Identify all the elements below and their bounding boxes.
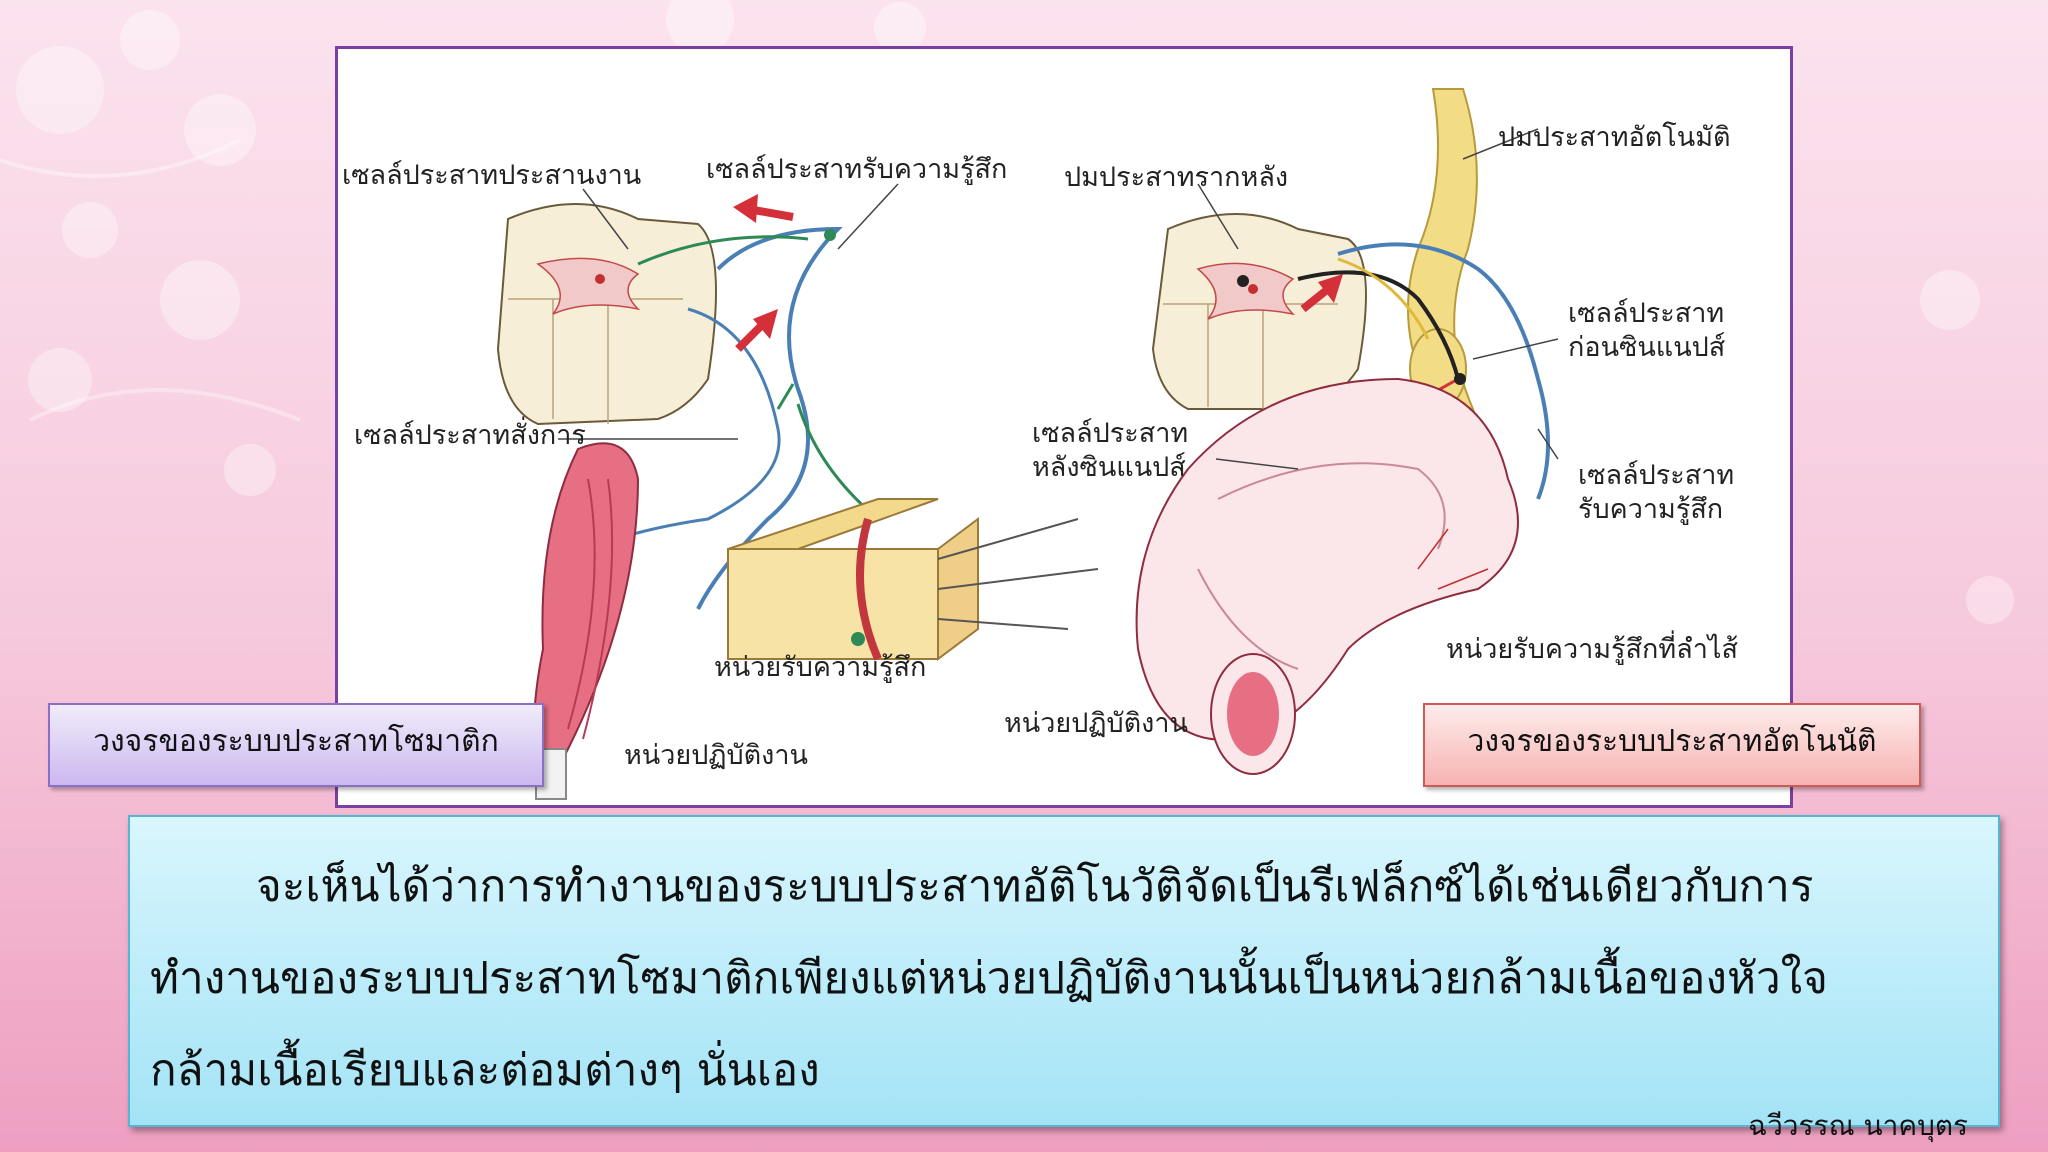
label-postganglionic: เซลล์ประสาท หลังซินแนปส์ <box>1032 418 1189 483</box>
signal-arrows-left <box>733 194 794 352</box>
caption-autonomic-circuit: วงจรของระบบประสาทอัตโนนัติ <box>1423 703 1921 787</box>
note-line-1: จะเห็นได้ว่าการทำงานของระบบประสาทอัติโนว… <box>256 861 1814 912</box>
label-dorsal-root-ganglion: ปมประสาทรากหลัง <box>1064 162 1289 193</box>
reflex-arc-diagram: เซลล์ประสาทประสานงาน เซลล์ประสาทรับความร… <box>335 46 1793 808</box>
caption-somatic-circuit: วงจรของระบบประสาทโซมาติก <box>48 703 544 787</box>
label-intestine-receptor: หน่วยรับความรู้สึกที่ลำไส้ <box>1446 634 1738 665</box>
intestine <box>1135 377 1519 775</box>
explanation-note: จะเห็นได้ว่าการทำงานของระบบประสาทอัติโนว… <box>128 815 2000 1127</box>
diagram-artwork <box>496 88 1559 800</box>
note-line-2: ทำงานของระบบประสาทโซมาติกเพียงแต่หน่วยปฏ… <box>150 953 1828 1004</box>
spinal-cord-left <box>496 203 717 426</box>
author-credit: ฉวีวรรณ นาคบุตร <box>1748 1109 1969 1142</box>
label-effector-intestine: หน่วยปฏิบัติงาน <box>1004 708 1188 739</box>
label-visceral-sensory: เซลล์ประสาท รับความรู้สึก <box>1578 460 1735 525</box>
label-interneuron: เซลล์ประสาทประสานงาน <box>342 160 642 191</box>
skin-receptor-block <box>727 498 1099 661</box>
leader-lines-left <box>558 183 899 440</box>
label-preganglionic: เซลล์ประสาท ก่อนซินแนปส์ <box>1568 298 1726 363</box>
label-sensory-neuron: เซลล์ประสาทรับความรู้สึก <box>706 154 1008 185</box>
skeletal-muscle <box>533 442 640 800</box>
label-motor-neuron: เซลล์ประสาทสั่งการ <box>354 420 586 451</box>
label-effector-muscle: หน่วยปฏิบัติงาน <box>624 740 808 771</box>
note-line-3: กล้ามเนื้อเรียบและต่อมต่างๆ นั่นเอง <box>150 1045 820 1096</box>
label-autonomic-ganglion: ปมประสาทอัตโนมัติ <box>1498 122 1731 153</box>
leader-lines-right <box>1197 128 1559 470</box>
label-skin-receptor: หน่วยรับความรู้สึก <box>714 652 927 683</box>
spinal-cord-right <box>1151 213 1367 410</box>
